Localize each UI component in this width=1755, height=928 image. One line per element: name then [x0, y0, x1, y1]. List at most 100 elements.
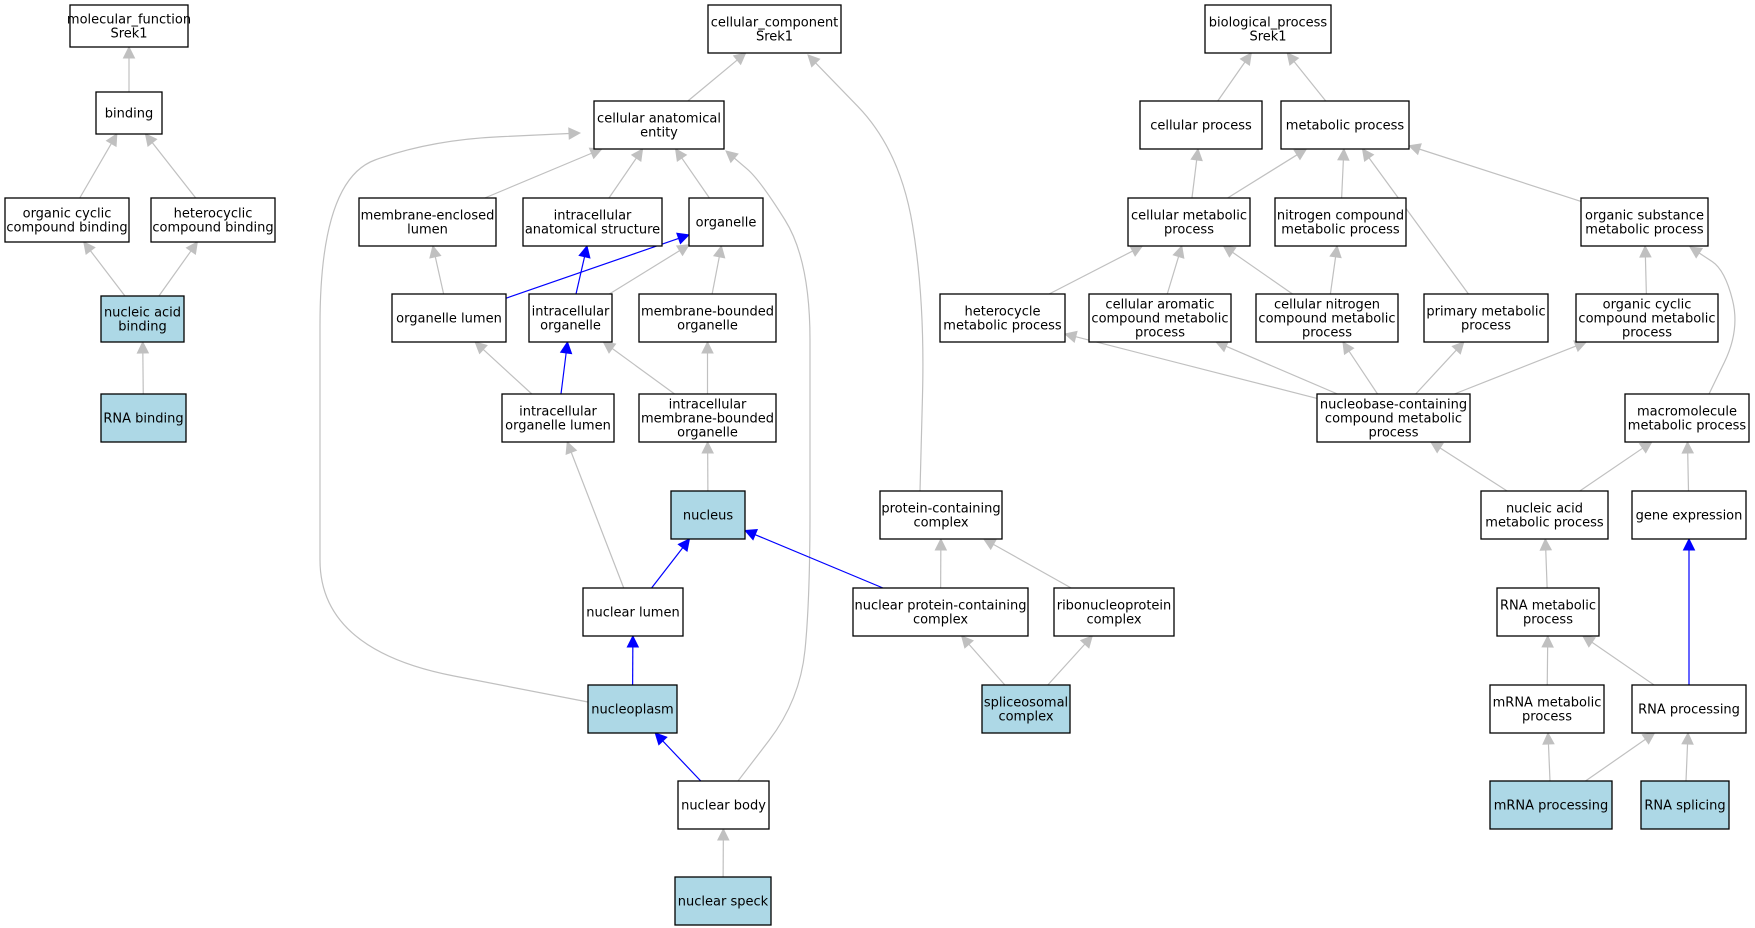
- arrowhead-nuclear_speck-to-nuclear_body: [717, 827, 730, 841]
- node-label-line: mRNA processing: [1494, 799, 1609, 814]
- node-metabolic-process[interactable]: metabolic process: [1280, 100, 1410, 150]
- node-rna-processing[interactable]: RNA processing: [1631, 684, 1747, 734]
- edge-intracellular_organelle_lumen-to-organelle_lumen: [482, 348, 533, 395]
- edge-nucleoplasm-to-cell_anat_entity: [319, 132, 589, 703]
- node-box: [1580, 197, 1709, 247]
- node-organelle-lumen[interactable]: organelle lumen: [391, 293, 507, 343]
- node-label-line: molecular_function: [67, 13, 191, 28]
- node-box: [1088, 293, 1232, 343]
- node-nuclear-body[interactable]: nuclear body: [677, 780, 770, 830]
- node-box: [1489, 684, 1605, 734]
- node-box: [1631, 684, 1747, 734]
- node-label-line: process: [1302, 326, 1352, 341]
- node-gene-expression[interactable]: gene expression: [1631, 490, 1747, 540]
- node-nuclear-lumen[interactable]: nuclear lumen: [582, 587, 684, 637]
- edge-metabolic_process-to-bp_root: [1293, 61, 1327, 102]
- node-nucleoplasm[interactable]: nucleoplasm: [587, 684, 678, 734]
- node-label-line: cellular aromatic: [1105, 298, 1214, 313]
- node-label-line: process: [1461, 319, 1511, 334]
- arrowhead-nucleobase_mp-to-primary_mp: [1451, 341, 1465, 355]
- node-label-line: nitrogen compound: [1277, 209, 1404, 224]
- node-mrna-processing[interactable]: mRNA processing: [1489, 780, 1613, 830]
- edge-nuclear_body-to-nucleoplasm: [662, 740, 702, 782]
- arrowhead-nucleic_acid_mp-to-macromolecule_mp: [1638, 441, 1653, 454]
- node-label-line: intracellular: [519, 405, 597, 420]
- arrowhead-organic_substance_mp-to-metabolic_process: [1407, 143, 1422, 156]
- node-box: [100, 393, 187, 443]
- node-box: [1139, 100, 1263, 150]
- node-label-line: RNA splicing: [1644, 799, 1725, 814]
- edge-org_cyclic_binding-to-binding: [79, 143, 112, 199]
- node-label-line: metabolic process: [1286, 119, 1405, 134]
- edge-mrna_processing-to-rna_processing: [1585, 738, 1646, 782]
- arrowhead-rna_mp-to-nucleic_acid_mp: [1539, 537, 1553, 551]
- node-box: [1496, 587, 1600, 637]
- edge-intracellular_anat_structure-to-cell_anat_entity: [608, 157, 637, 199]
- node-binding[interactable]: binding: [95, 91, 163, 135]
- node-nucleus[interactable]: nucleus: [670, 490, 746, 540]
- node-label-line: nucleic acid: [1506, 502, 1583, 517]
- node-box: [852, 587, 1029, 637]
- node-label-line: metabolic process: [943, 319, 1062, 334]
- edge-intracellular_organelle-to-organelle: [609, 250, 680, 295]
- node-box: [150, 197, 276, 243]
- node-box: [1274, 197, 1407, 247]
- arrowhead-intracellular_organelle_lumen-to-organelle_lumen: [474, 341, 488, 355]
- arrowhead-mrna_processing-to-mrna_mp: [1542, 731, 1555, 745]
- arrowhead-nuclear_lumen-to-nucleus: [677, 538, 691, 552]
- edge-nuclear_lumen-to-nucleus: [651, 547, 684, 589]
- arrowhead-nucleic_acid_mp-to-nucleobase_mp: [1429, 441, 1444, 454]
- node-label-line: binding: [118, 320, 166, 335]
- edge-intracellular_organelle_lumen-to-intracellular_organelle: [560, 352, 567, 395]
- node-nuclear-speck[interactable]: nuclear speck: [674, 876, 772, 926]
- edge-nucleobase_mp-to-organic_cyclic_mp: [1454, 345, 1577, 395]
- node-label-line: organelle: [540, 319, 601, 334]
- node-label-line: metabolic process: [1281, 223, 1400, 238]
- arrowhead-intracellular_mb_organelle-to-intracellular_organelle: [602, 341, 617, 354]
- node-label-line: primary metabolic: [1426, 305, 1545, 320]
- node-box: [1053, 587, 1175, 637]
- arrowhead-cell_anat_entity-to-cc_root: [732, 52, 747, 66]
- node-box: [1316, 393, 1471, 443]
- node-label-line: compound metabolic: [1091, 312, 1228, 327]
- arrowhead-organelle_lumen-to-organelle: [676, 232, 691, 245]
- arrowhead-cellular_nitrogen_mp-to-nitrogen_compound_mp: [1329, 244, 1342, 259]
- node-organelle[interactable]: organelle: [688, 197, 764, 247]
- edge-spliceosomal_complex-to-nuclear_protein_complex: [968, 643, 1006, 686]
- arrowhead-membrane_bounded_organelle-to-organelle: [713, 244, 726, 259]
- node-rna-binding[interactable]: RNA binding: [100, 393, 187, 443]
- edge-nucleobase_mp-to-cellular_nitrogen_mp: [1348, 350, 1379, 395]
- node-rna-splicing[interactable]: RNA splicing: [1640, 780, 1730, 830]
- node-cellular-process[interactable]: cellular process: [1139, 100, 1263, 150]
